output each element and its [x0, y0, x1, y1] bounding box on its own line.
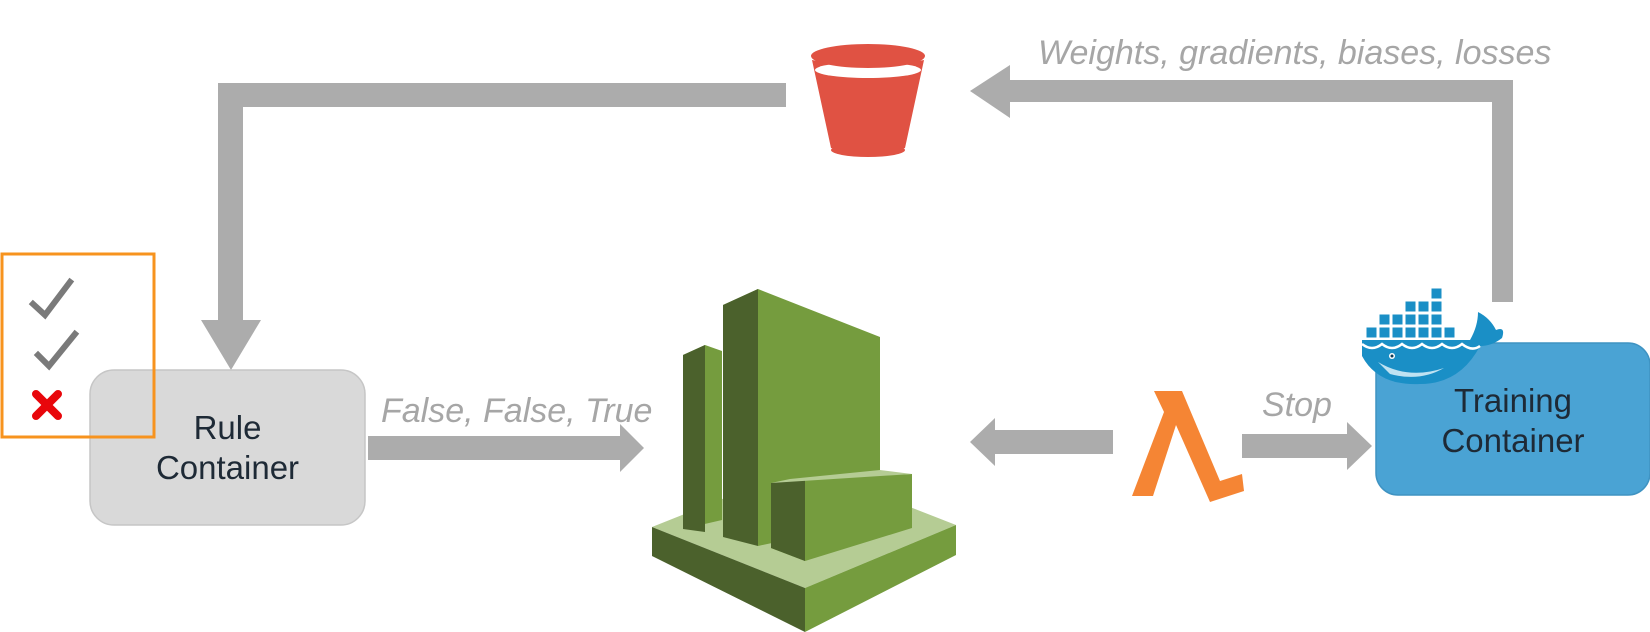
rule-results-panel — [0, 252, 156, 439]
bucket-to-rule-arrow — [201, 83, 786, 370]
training-container-line2: Container — [1441, 422, 1585, 459]
rule-container-label: Rule Container — [90, 408, 365, 488]
check-icon — [33, 329, 80, 371]
rule-container-line2: Container — [155, 449, 300, 486]
lambda-icon — [1132, 391, 1244, 502]
training-container-line1: Training — [1454, 382, 1572, 419]
cross-icon — [32, 390, 62, 420]
top-arrow-label: Weights, gradients, biases, losses — [1038, 34, 1552, 72]
check-icon — [28, 277, 75, 320]
training-container-box — [1375, 342, 1650, 496]
cloudwatch-icon — [652, 289, 956, 632]
training-container-label: Training Container — [1376, 381, 1650, 461]
rule-to-cloudwatch-arrow — [368, 424, 644, 472]
rule-container-box — [89, 369, 366, 526]
rule-container-line1: Rule — [193, 409, 262, 446]
rule-result-label: False, False, True — [381, 392, 653, 430]
lambda-to-training-arrow — [1242, 422, 1372, 470]
stop-label: Stop — [1262, 386, 1332, 424]
s3-bucket-icon — [811, 44, 925, 157]
training-to-bucket-arrow — [970, 65, 1513, 302]
lambda-to-cloudwatch-arrow — [970, 418, 1113, 466]
docker-whale-icon — [1361, 287, 1504, 385]
